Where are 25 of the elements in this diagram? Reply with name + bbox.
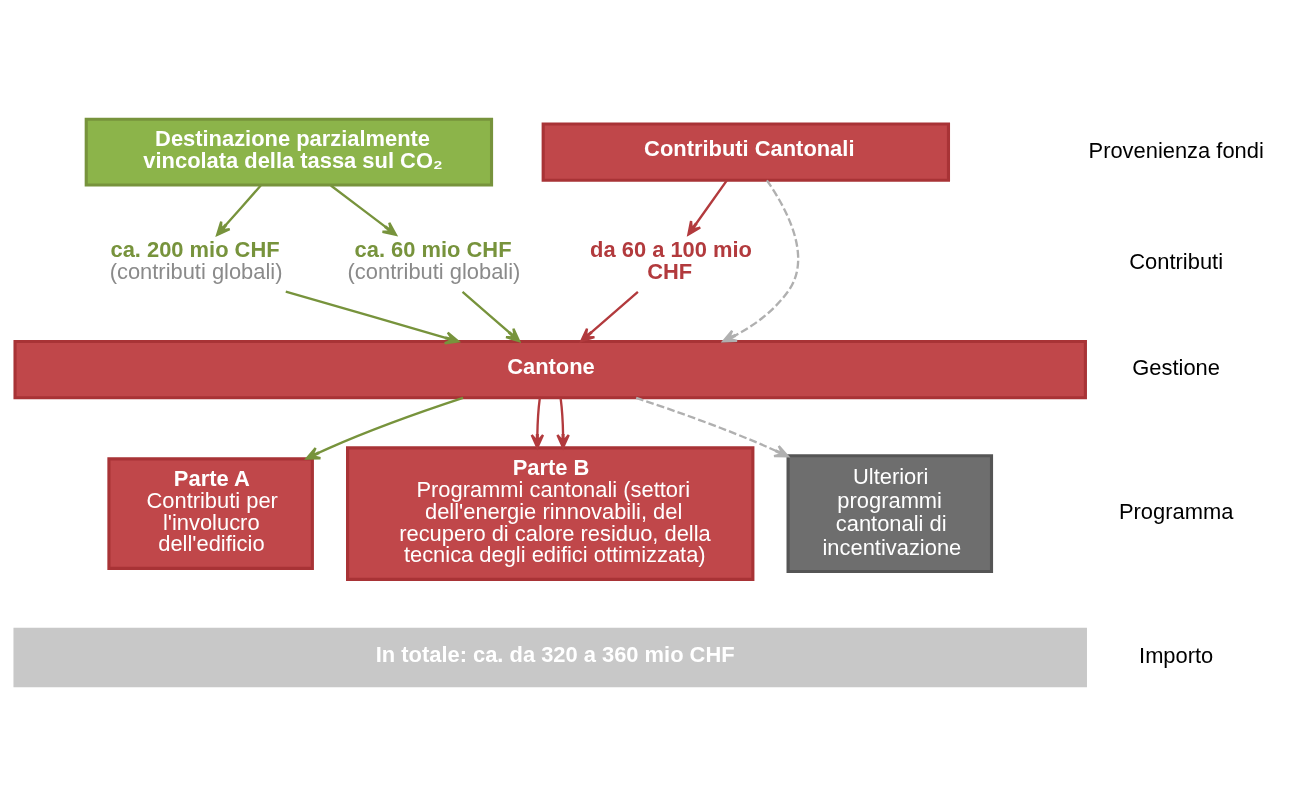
node-box: Parte B Programmi cantonali (settori dell'energie rinnovabili, del recupero di calore residuo, della tecnica degli edifici ottimizzata) (346, 446, 755, 581)
node-text: ca. 60 mio CHF (contributi globali) (347, 237, 521, 285)
label: Programma (1118, 499, 1234, 525)
arrow (635, 396, 789, 458)
arrow (305, 396, 464, 460)
label: Provenienza fondi (1088, 137, 1264, 163)
label: Contributi (1129, 249, 1224, 275)
arrow (580, 291, 639, 343)
arrow (556, 398, 570, 449)
node-box: Ulteriori programmi cantonali di incentivazione (786, 454, 994, 574)
arrow (216, 184, 262, 236)
arrow (330, 184, 398, 236)
label: Importo (1139, 643, 1214, 669)
label: Gestione (1132, 355, 1220, 381)
node-box: Parte A Contributi per l'involucro dell'edificio (107, 457, 314, 570)
node-text: da 60 a 100 mio CHF (590, 237, 752, 285)
arrow (461, 291, 521, 343)
node-box: Contributi Cantonali (541, 122, 951, 182)
node-text: ca. 200 mio CHF (contributi globali) (109, 237, 283, 285)
node-box: Destinazione parzialmente vincolata della tassa sul CO₂ (84, 117, 494, 187)
arrow (722, 179, 800, 343)
arrow (285, 290, 460, 345)
arrow (687, 179, 728, 236)
arrow (530, 398, 545, 449)
node-box: Cantone (13, 339, 1087, 400)
